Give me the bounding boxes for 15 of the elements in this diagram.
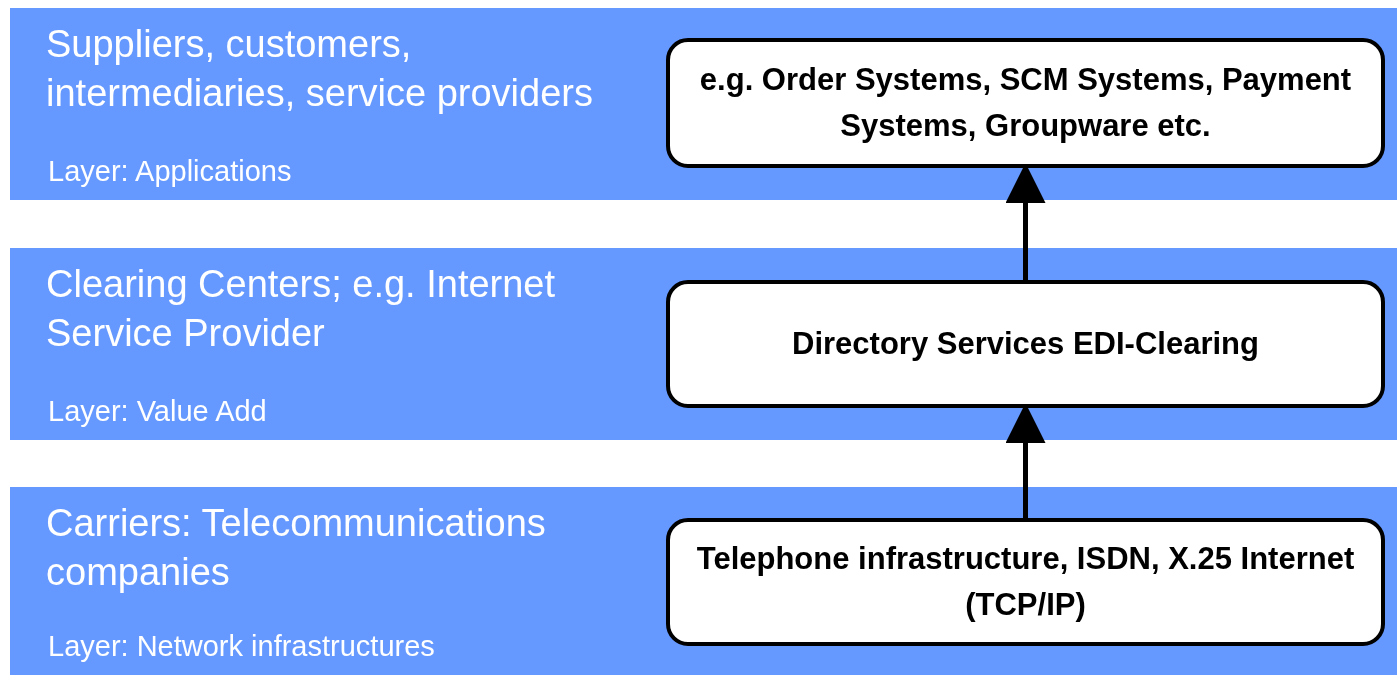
layer-band — [10, 8, 1397, 200]
rounded-box — [666, 518, 1385, 646]
box-text: Directory Services EDI-Clearing — [792, 324, 1259, 363]
rounded-box — [666, 38, 1385, 168]
layer-heading: Clearing Centers; e.g. Internet Service Provider — [46, 262, 557, 357]
layer-band — [10, 248, 1397, 440]
box-text: Telephone infrastructure, ISDN, X.25 Internet (TCP/IP) — [695, 539, 1356, 624]
layer-band — [10, 487, 1397, 675]
box-text: e.g. Order Systems, SCM Systems, Payment Systems, Groupware etc. — [698, 60, 1353, 145]
layer-label: Layer: Value Add — [48, 395, 267, 428]
layer-heading: Carriers: Telecommunications companies — [46, 501, 547, 596]
layer-label: Layer: Applications — [48, 155, 292, 188]
rounded-box — [666, 280, 1385, 408]
layer-heading: Suppliers, customers, intermediaries, service providers — [46, 22, 594, 117]
layer-label: Layer: Network infrastructures — [48, 630, 435, 663]
